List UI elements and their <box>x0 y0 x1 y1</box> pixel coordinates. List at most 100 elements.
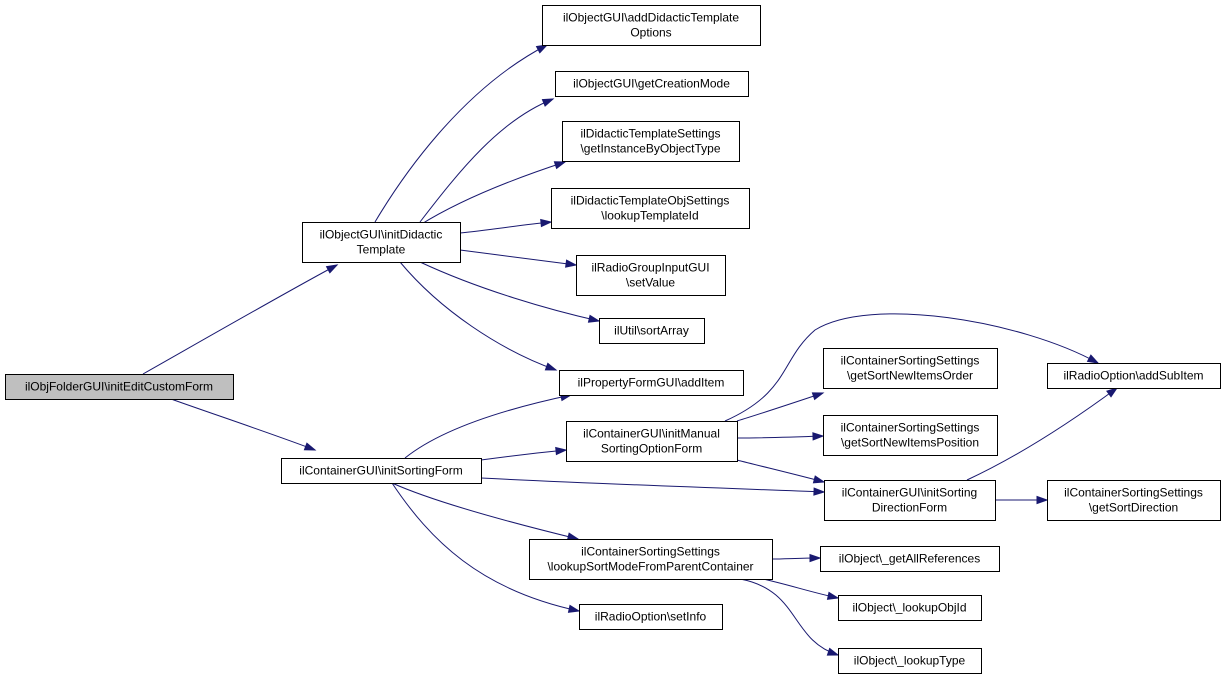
arrow-head-icon <box>303 442 317 451</box>
node-label: ilContainerGUI\initSortingForm <box>299 464 462 478</box>
node-label: ilRadioOption\setInfo <box>595 610 707 624</box>
edge-n1-to-n7 <box>459 249 578 268</box>
edge-n2-to-n12 <box>391 482 581 613</box>
node-label: ilDidacticTemplateObjSettings <box>571 194 730 208</box>
arrow-head-icon <box>565 259 578 268</box>
call-edges <box>142 44 1119 656</box>
node-label: ilContainerSortingSettings <box>841 421 980 435</box>
function-node[interactable]: ilContainerSortingSettings\getSortNewIte… <box>823 415 998 456</box>
node-label: ilObjectGUI\getCreationMode <box>573 77 730 91</box>
node-label: \lookupTemplateId <box>601 209 698 223</box>
function-node[interactable]: ilContainerSortingSettings\getSortNewIte… <box>823 348 998 389</box>
function-node[interactable]: ilContainerSortingSettings\getSortDirect… <box>1047 480 1221 521</box>
node-label: \setValue <box>626 276 675 290</box>
function-node[interactable]: ilContainerGUI\initManualSortingOptionFo… <box>566 421 738 462</box>
edge-n1-to-n8 <box>419 261 601 323</box>
node-label: ilContainerSortingSettings <box>581 545 720 559</box>
function-node[interactable]: ilPropertyFormGUI\addItem <box>559 370 744 396</box>
function-node[interactable]: ilRadioOption\setInfo <box>579 604 723 630</box>
node-label: \lookupSortModeFromParentContainer <box>547 560 753 574</box>
function-node[interactable]: ilObject\_lookupObjId <box>838 595 982 621</box>
arrow-head-icon <box>544 362 558 371</box>
arrow-head-icon <box>541 98 555 107</box>
edge-n10-to-n19 <box>724 313 1100 422</box>
edge-n1-to-n4 <box>419 98 555 223</box>
arrow-head-icon <box>1086 354 1100 364</box>
edge-n2-to-n10 <box>480 446 568 461</box>
node-label: ilObject\_lookupType <box>854 654 966 668</box>
node-label: SortingOptionForm <box>601 442 702 456</box>
arrow-head-icon <box>813 487 826 496</box>
node-label: \getSortNewItemsPosition <box>841 436 979 450</box>
edge-n11-to-n17 <box>762 578 840 600</box>
edge-n1-to-n9 <box>399 261 558 371</box>
node-label: ilRadioGroupInputGUI <box>591 261 709 275</box>
arrow-head-icon <box>1106 387 1119 398</box>
node-label: DirectionForm <box>872 501 947 515</box>
edge-n15-to-n19 <box>966 387 1119 481</box>
node-label: ilObjectGUI\addDidacticTemplate <box>563 11 739 25</box>
edge-n11-to-n18 <box>739 578 840 656</box>
call-nodes: ilObjFolderGUI\initEditCustomForm ilObjec… <box>5 5 1221 674</box>
arrow-head-icon <box>812 475 826 484</box>
function-node[interactable]: ilObject\_lookupType <box>838 648 982 674</box>
node-label: ilRadioOption\addSubItem <box>1063 369 1203 383</box>
function-node[interactable]: ilUtil\sortArray <box>599 318 705 344</box>
edge-n0-to-n1 <box>142 264 339 375</box>
edge-n11-to-n16 <box>771 553 822 563</box>
node-label: \getInstanceByObjectType <box>580 142 720 156</box>
edge-n2-to-n15 <box>480 477 826 496</box>
root-function-node[interactable]: ilObjFolderGUI\initEditCustomForm <box>5 374 234 400</box>
arrow-head-icon <box>812 432 825 441</box>
arrow-head-icon <box>535 44 549 54</box>
arrow-head-icon <box>811 392 825 401</box>
node-label: \getSortDirection <box>1089 501 1178 515</box>
arrow-head-icon <box>1036 495 1049 505</box>
arrow-head-icon <box>826 647 840 656</box>
function-node[interactable]: ilDidacticTemplateObjSettings\lookupTemp… <box>551 188 750 229</box>
function-node[interactable]: ilRadioOption\addSubItem <box>1047 363 1221 389</box>
node-label: ilContainerGUI\initManual <box>583 427 720 441</box>
node-label: ilObjFolderGUI\initEditCustomForm <box>25 380 213 394</box>
edge-n10-to-n14 <box>736 432 825 441</box>
node-label: ilObject\_lookupObjId <box>852 601 966 615</box>
edge-n0-to-n2 <box>170 398 317 451</box>
node-label: ilUtil\sortArray <box>614 324 689 338</box>
arrow-head-icon <box>809 553 822 563</box>
node-label: ilContainerSortingSettings <box>1064 486 1203 500</box>
arrow-head-icon <box>826 591 840 600</box>
function-node[interactable]: ilContainerGUI\initSortingForm <box>281 458 482 484</box>
node-label: Template <box>357 243 406 257</box>
edge-n10-to-n15 <box>736 459 826 484</box>
arrow-head-icon <box>587 314 601 323</box>
edge-n1-to-n5 <box>419 161 567 226</box>
function-node[interactable]: ilObject\_getAllReferences <box>820 546 1000 572</box>
arrow-head-icon <box>540 218 553 228</box>
function-node[interactable]: ilContainerSortingSettings\lookupSortMod… <box>529 539 773 580</box>
node-label: ilObjectGUI\initDidactic <box>320 228 443 242</box>
edge-n2-to-n11 <box>391 482 580 541</box>
node-label: ilContainerGUI\initSorting <box>842 486 977 500</box>
arrow-head-icon <box>325 264 339 274</box>
edge-n1-to-n3 <box>374 44 549 223</box>
edge-n1-to-n6 <box>459 218 553 234</box>
arrow-head-icon <box>555 446 568 456</box>
function-node[interactable]: ilDidacticTemplateSettings\getInstanceBy… <box>562 121 740 162</box>
edge-n15-to-n20 <box>994 495 1049 505</box>
node-label: ilPropertyFormGUI\addItem <box>578 376 725 390</box>
arrow-head-icon <box>567 604 581 613</box>
edge-n2-to-n9 <box>404 393 573 459</box>
node-label: Options <box>630 26 671 40</box>
node-label: ilContainerSortingSettings <box>841 354 980 368</box>
node-label: \getSortNewItemsOrder <box>847 369 973 383</box>
arrow-head-icon <box>553 161 567 170</box>
node-label: ilObject\_getAllReferences <box>839 552 980 566</box>
function-node[interactable]: ilObjectGUI\getCreationMode <box>555 71 749 97</box>
edge-n10-to-n13 <box>736 392 825 422</box>
function-node[interactable]: ilRadioGroupInputGUI\setValue <box>576 255 726 296</box>
node-label: ilDidacticTemplateSettings <box>580 127 720 141</box>
